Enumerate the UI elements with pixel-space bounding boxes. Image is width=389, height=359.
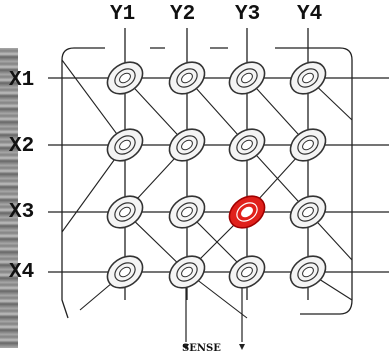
sense-diagonal-1 [61,59,126,146]
core-r3-c1 [106,195,144,229]
core-r3-c4 [289,195,327,229]
core-r4-c4 [289,255,327,289]
core-r1-c4 [289,61,327,95]
core-r4-c2 [168,255,206,289]
sense-wire-loop [61,47,353,319]
sense-arrow-left [183,344,189,350]
sense-diagonal-3 [186,77,248,146]
column-label-y4: Y4 [297,3,323,26]
core-r2-c4 [289,128,327,162]
core-r4-c3 [228,255,266,289]
core-r2-c3 [228,128,266,162]
column-label-y1: Y1 [110,3,136,26]
row-label-x1: X1 [9,69,35,92]
row-label-x3: X3 [9,201,35,224]
photo-edge-strip [0,48,18,348]
row-label-x2: X2 [9,135,35,158]
core-r4-c1 [106,255,144,289]
core-r1-c2 [168,61,206,95]
sense-arrow-right [239,344,245,350]
column-label-y2: Y2 [170,3,196,26]
sense-diagonal-13 [246,144,309,213]
sense-diagonal-9 [246,77,309,146]
sense-diagonal-4 [124,77,188,146]
core-r3-c2 [168,195,206,229]
row-label-x4: X4 [9,261,35,284]
core-r1-c3 [228,61,266,95]
selected-core [228,195,266,229]
column-label-y3: Y3 [235,3,261,26]
core-r2-c1 [106,128,144,162]
core-r2-c2 [168,128,206,162]
sense-label: SENSE [182,343,221,354]
core-r1-c1 [106,61,144,95]
